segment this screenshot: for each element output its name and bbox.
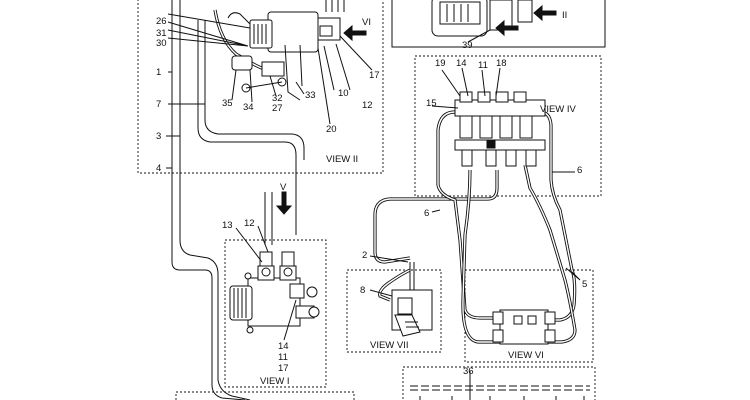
callout-12-top: 12 <box>362 100 373 111</box>
bottom-left-frame <box>175 391 355 400</box>
callout-1: 1 <box>156 67 161 78</box>
callout-11-top: 11 <box>478 60 488 71</box>
view1-label: VIEW I <box>260 376 290 387</box>
arrow-label-v: V <box>280 182 287 193</box>
callout-39: 39 <box>462 40 473 51</box>
callout-32: 32 <box>272 93 283 104</box>
callout-10: 10 <box>338 88 349 99</box>
callout-3: 3 <box>156 131 161 142</box>
callout-19: 19 <box>435 58 446 69</box>
callout-26: 26 <box>156 16 167 27</box>
view4-frame <box>414 55 602 197</box>
view7-sensor <box>391 289 433 337</box>
arrow-label-ii: II <box>562 10 567 21</box>
callout-15: 15 <box>426 98 437 109</box>
callout-6-left: 6 <box>424 208 429 219</box>
callout-31: 31 <box>156 28 167 39</box>
callout-36: 36 <box>463 366 474 377</box>
callout-4: 4 <box>156 163 161 174</box>
callout-14-top: 14 <box>456 58 467 69</box>
view4-valve-block <box>454 91 546 167</box>
view6-valve <box>492 309 556 345</box>
callout-6-right: 6 <box>577 165 582 176</box>
leader-lines <box>166 13 581 376</box>
view4-label: VIEW IV <box>540 104 577 115</box>
callout-33: 33 <box>305 90 316 101</box>
bottom-right-parts <box>410 376 590 400</box>
callout-35: 35 <box>222 98 233 109</box>
callout-12-bottom: 12 <box>244 218 255 229</box>
callout-34: 34 <box>243 102 254 113</box>
callout-8: 8 <box>360 285 365 296</box>
view6-frame <box>464 269 594 363</box>
arrow-ii-2 <box>495 19 519 37</box>
callout-5: 5 <box>582 279 587 290</box>
callout-27: 27 <box>272 103 283 114</box>
callout-17-bottom: 17 <box>278 363 289 374</box>
view7-label: VIEW VII <box>370 340 409 351</box>
top-right-assembly <box>431 0 533 37</box>
view6-label: VIEW VI <box>508 350 544 361</box>
arrow-label-vii: VI <box>362 17 371 28</box>
hose-lines <box>171 0 305 400</box>
callout-2: 2 <box>362 250 367 261</box>
callout-18: 18 <box>496 58 507 69</box>
bottom-right-frame <box>402 366 596 400</box>
right-hoses <box>373 110 577 344</box>
callout-30: 30 <box>156 38 167 49</box>
top-right-frame <box>391 0 606 48</box>
view2-arrow <box>343 24 367 42</box>
arrow-v <box>275 191 293 215</box>
view2-assembly <box>213 0 345 101</box>
callout-17-top: 17 <box>369 70 380 81</box>
arrow-ii <box>533 4 557 22</box>
callout-20: 20 <box>326 124 337 135</box>
callout-13: 13 <box>222 220 233 231</box>
view2-label: VIEW II <box>326 154 358 165</box>
view1-pump <box>229 251 320 334</box>
callout-7: 7 <box>156 99 161 110</box>
view2-frame <box>137 0 384 174</box>
callout-11-bottom: 11 <box>278 352 288 363</box>
callout-14-bottom: 14 <box>278 341 289 352</box>
